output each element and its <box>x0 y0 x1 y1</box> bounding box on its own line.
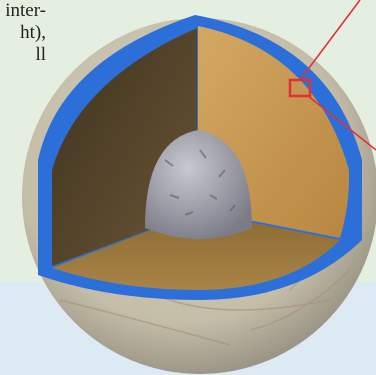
callout-line-upper <box>300 0 360 80</box>
cutaway-section <box>38 15 362 300</box>
